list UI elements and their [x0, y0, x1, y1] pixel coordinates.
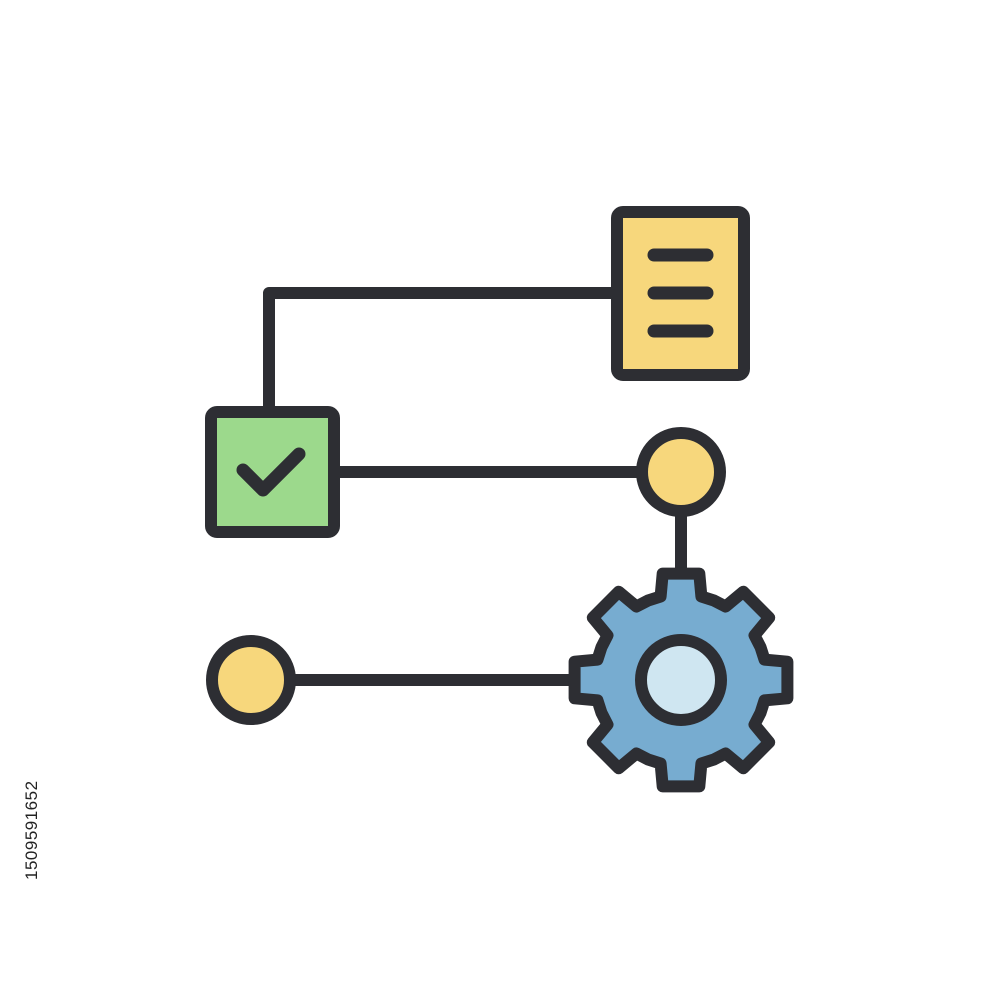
checkmark-icon: [236, 447, 306, 497]
gear-icon: [568, 567, 794, 793]
gear-hub: [635, 634, 727, 726]
stock-id-watermark: 1509591652: [22, 780, 41, 880]
connector-document-to-checkbox: [263, 287, 623, 418]
document-icon: [611, 206, 750, 381]
checkbox-icon: [205, 406, 340, 538]
node-circle-left: [206, 635, 296, 725]
node-circle-top: [636, 427, 726, 517]
